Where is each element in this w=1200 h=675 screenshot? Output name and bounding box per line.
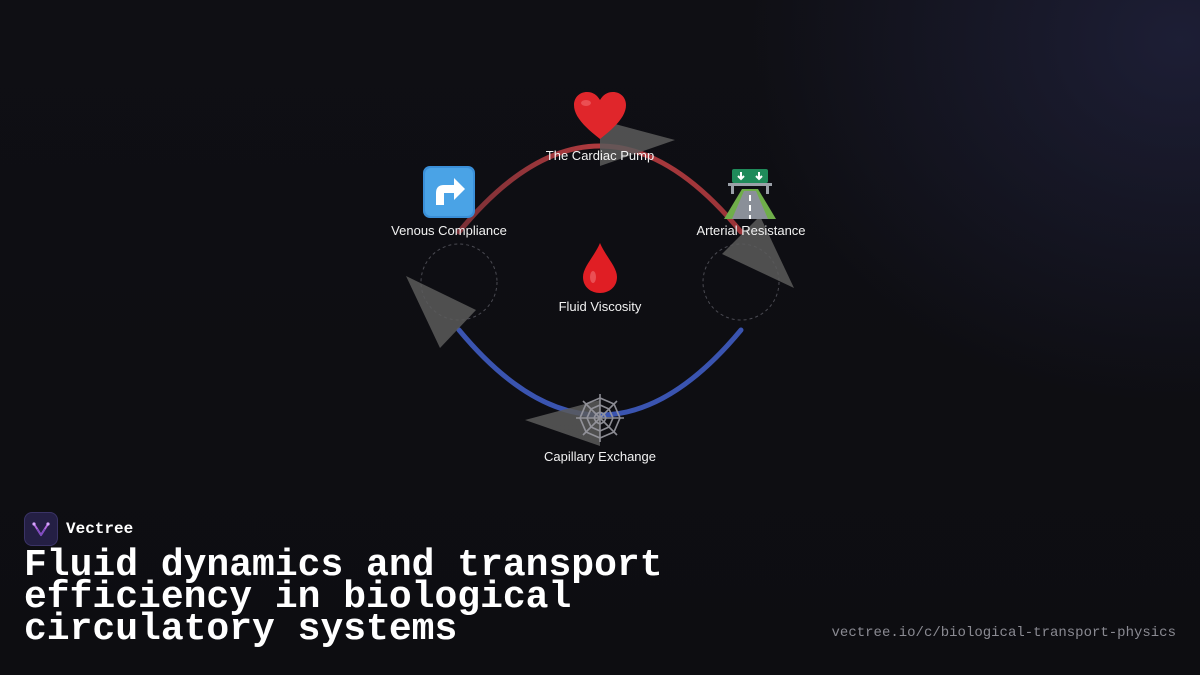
source-url: vectree.io/c/biological-transport-physic… xyxy=(831,625,1176,641)
node-label-arterial-resistance: Arterial Resistance xyxy=(696,223,806,238)
web-icon xyxy=(570,388,630,448)
page-title: Fluid dynamics and transport efficiency … xyxy=(24,544,663,651)
brand-name: Vectree xyxy=(66,520,134,538)
node-label-venous-compliance: Venous Compliance xyxy=(391,223,507,238)
vectree-logo-icon xyxy=(24,512,58,546)
venous-ring xyxy=(420,243,498,321)
highway-icon xyxy=(720,162,780,222)
flow-arrow-bottom xyxy=(525,400,600,446)
blood-drop-icon xyxy=(570,238,630,298)
heart-icon xyxy=(570,86,630,146)
up-arrow-icon xyxy=(419,162,479,222)
flow-arrow-top xyxy=(600,120,675,166)
node-label-cardiac-pump: The Cardiac Pump xyxy=(545,148,655,163)
arterial-ring xyxy=(702,243,780,321)
brand: Vectree xyxy=(24,512,133,546)
flow-arrow-left xyxy=(406,276,476,348)
flow-arrow-right xyxy=(722,216,794,288)
node-label-capillary-exchange: Capillary Exchange xyxy=(543,449,656,464)
node-label-fluid-viscosity: Fluid Viscosity xyxy=(558,299,642,314)
